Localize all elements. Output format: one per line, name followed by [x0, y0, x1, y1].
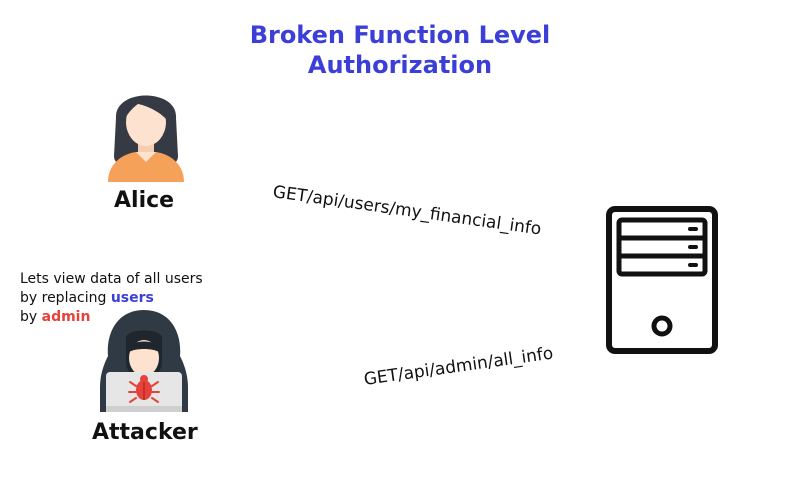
woman-avatar-icon [108, 95, 184, 182]
server-tower-icon [606, 206, 718, 354]
note-line-3: by admin [20, 308, 240, 327]
highlight-users: users [110, 290, 154, 306]
alice-label: Alice [114, 188, 175, 213]
note-line-2: by replacing users [20, 289, 240, 308]
attacker-label: Attacker [92, 420, 198, 445]
hooded-hacker-with-laptop-icon [100, 310, 188, 412]
highlight-admin: admin [41, 309, 91, 325]
title-line-2: Authorization [307, 51, 493, 79]
title-line-1: Broken Function Level [249, 21, 551, 49]
note-line-3-text: by [20, 309, 42, 325]
attacker-note: Lets view data of all users by replacing… [20, 270, 240, 327]
diagram-title: Broken Function Level Authorization [0, 20, 800, 80]
note-line-2-text: by replacing [20, 290, 111, 306]
legit-request-label: GET/api/users/my_financial_info [271, 182, 543, 240]
malicious-request-label: GET/api/admin/all_info [362, 343, 555, 390]
note-line-1: Lets view data of all users [20, 271, 203, 287]
